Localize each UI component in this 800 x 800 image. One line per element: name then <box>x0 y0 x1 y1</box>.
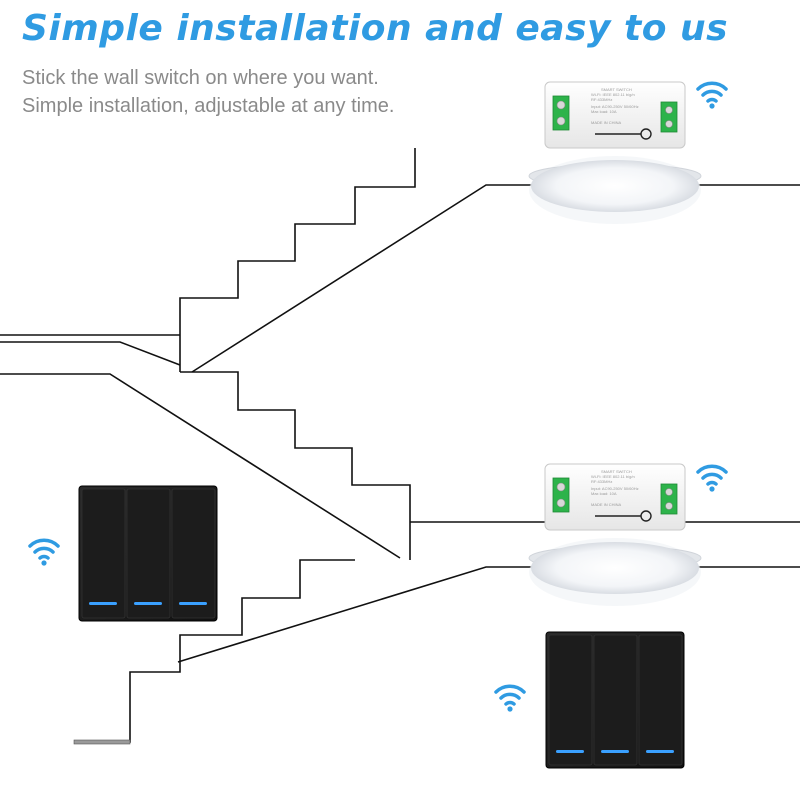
switch-right-key-1[interactable] <box>548 634 593 766</box>
wall-switch-left[interactable] <box>78 485 218 622</box>
module-2-label-line6: MADE IN CHINA <box>591 502 622 507</box>
switch-left-key-1[interactable] <box>81 488 126 619</box>
wifi-icon <box>696 81 728 109</box>
page-title: Simple installation and easy to us <box>22 8 729 49</box>
feed-wire-middle <box>0 341 181 366</box>
wifi-icon <box>28 538 60 566</box>
indicator-light <box>556 750 584 753</box>
module-2-label-line1: SMART SWITCH <box>601 469 632 474</box>
indicator-light <box>89 602 117 605</box>
module-2-label-line3: RF:433MHz <box>591 479 612 484</box>
module-label-line1: SMART SWITCH <box>601 87 632 92</box>
switch-right-key-2[interactable] <box>593 634 638 766</box>
module-label-line5: Max load: 10A <box>591 109 617 114</box>
indicator-light <box>179 602 207 605</box>
indicator-light <box>134 602 162 605</box>
ground-rod <box>73 739 131 745</box>
feed-wire-lower <box>0 373 401 559</box>
lower-stair-wire <box>75 559 355 743</box>
middle-stair-wire <box>180 371 411 560</box>
indicator-light <box>646 750 674 753</box>
wire-to-lamp-2 <box>177 566 540 663</box>
subtitle-line-2: Simple installation, adjustable at any t… <box>22 95 395 117</box>
switch-right-key-3[interactable] <box>638 634 683 766</box>
module-label-line3: RF:433MHz <box>591 97 612 102</box>
module-2-label-line5: Max load: 10A <box>591 491 617 496</box>
module-label-line2: Wi-Fi: IEEE 802.11 b/g/n <box>591 92 635 97</box>
wire-to-lamp-1 <box>191 184 540 373</box>
upper-stair-wire <box>179 148 416 372</box>
smart-switch-module-1: SMART SWITCH Wi-Fi: IEEE 802.11 b/g/n RF… <box>544 81 686 149</box>
wifi-icon <box>494 684 526 712</box>
subtitle-line-1: Stick the wall switch on where you want. <box>22 67 379 89</box>
wifi-icon <box>696 464 728 492</box>
switch-left-key-3[interactable] <box>171 488 216 619</box>
smart-switch-module-2: SMART SWITCH Wi-Fi: IEEE 802.11 b/g/n RF… <box>544 463 686 531</box>
wiring <box>0 148 800 743</box>
module-2-label-line4: Input: AC90-250V 50/60Hz <box>591 486 639 491</box>
module-label-line4: Input: AC90-250V 50/60Hz <box>591 104 639 109</box>
module-label-line6: MADE IN CHINA <box>591 120 622 125</box>
ceiling-lamp-1 <box>528 156 702 224</box>
module-2-label-line2: Wi-Fi: IEEE 802.11 b/g/n <box>591 474 635 479</box>
indicator-light <box>601 750 629 753</box>
ceiling-lamp-2 <box>528 538 702 606</box>
wall-switch-right[interactable] <box>545 631 685 769</box>
switch-left-key-2[interactable] <box>126 488 171 619</box>
